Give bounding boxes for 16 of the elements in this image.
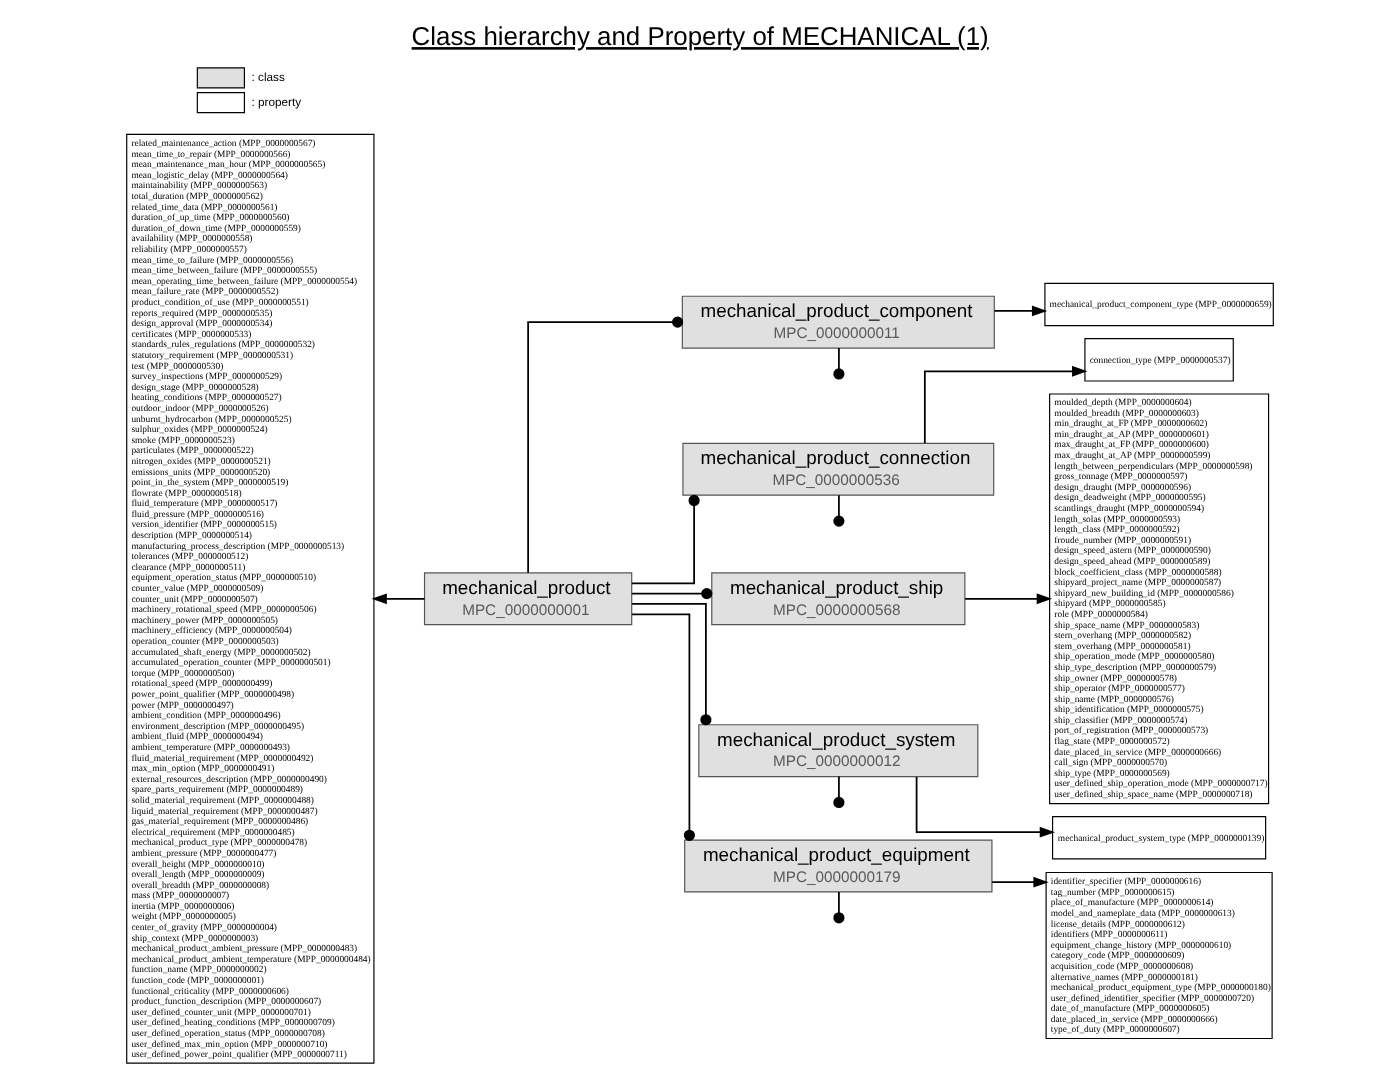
arrow (991, 876, 1049, 888)
arrow (371, 593, 426, 605)
connector (631, 603, 712, 726)
connector (838, 891, 840, 914)
arrow (923, 365, 1088, 444)
connector (838, 347, 840, 371)
diagram-title: Class hierarchy and Property of MECHANICAL (1) (411, 21, 989, 52)
arrow (915, 776, 1056, 838)
connector (838, 775, 840, 799)
connector (631, 613, 695, 841)
connector (527, 316, 684, 574)
connector (630, 494, 700, 585)
arrow (964, 593, 1052, 605)
connector (630, 588, 713, 600)
connector (838, 494, 840, 518)
arrow (993, 305, 1048, 317)
